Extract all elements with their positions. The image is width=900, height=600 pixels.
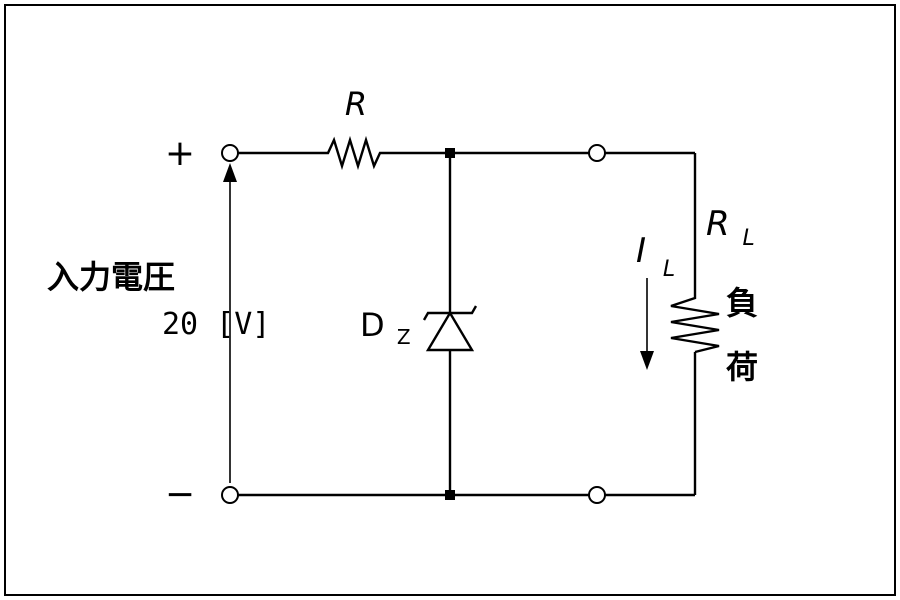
load-label-char1: 負 [726, 284, 758, 322]
resistor-r [322, 135, 386, 171]
voltage-value-label: 20 [V] [162, 307, 270, 342]
junction-bottom [445, 490, 455, 500]
zener-label: D Z [360, 306, 411, 349]
load-current-label-main: I [636, 231, 646, 271]
junction-top [445, 148, 455, 158]
terminal-output-bottom [588, 486, 606, 504]
zener-diode-triangle [425, 310, 475, 352]
minus-sign: − [165, 474, 195, 515]
terminal-input-plus [221, 144, 239, 162]
load-resistor-label: R L [706, 204, 755, 251]
load-resistor-label-sub: L [742, 226, 754, 251]
load-current-arrowhead [640, 351, 654, 370]
figure-frame [4, 4, 896, 596]
load-resistor-label-main: R [706, 204, 730, 244]
zener-label-sub: Z [397, 325, 411, 349]
load-current-label: I L [636, 231, 675, 282]
resistor-label: R [345, 85, 367, 123]
zener-label-main: D [360, 306, 385, 344]
terminal-output-top [588, 144, 606, 162]
input-voltage-label: 入力電圧 [47, 258, 175, 296]
zener-diode-bar [422, 305, 478, 321]
input-voltage-arrowhead [223, 163, 237, 182]
load-label-char2: 荷 [726, 348, 758, 386]
load-current-label-sub: L [663, 257, 675, 282]
load-resistor-rl [670, 293, 720, 354]
terminal-input-minus [221, 486, 239, 504]
plus-sign: + [165, 133, 195, 174]
